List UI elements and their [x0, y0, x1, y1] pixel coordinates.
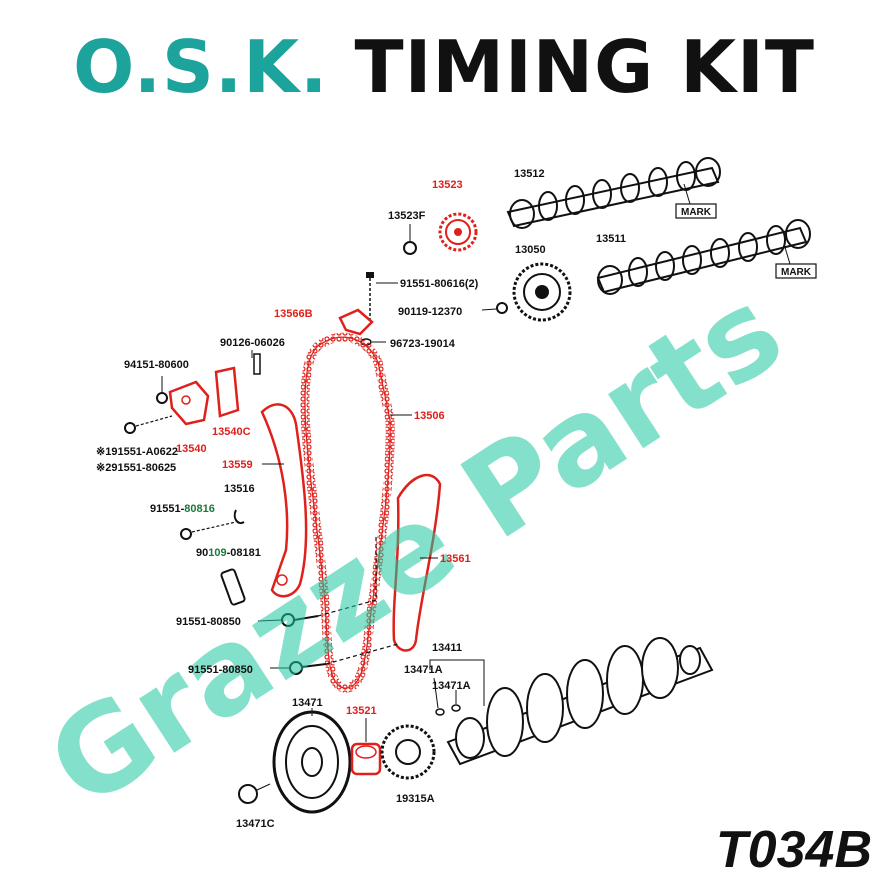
bolt-90119-12370: [481, 302, 508, 314]
bolt-91551-a0622: [124, 415, 173, 434]
chain-guide-13561: [392, 473, 442, 652]
bolt-91551-80616: [366, 272, 398, 322]
label-13471c: 13471C: [236, 818, 275, 830]
bolt-90126-06026: [251, 350, 261, 375]
label-90126-06026: 90126-06026: [220, 337, 285, 349]
cam-sprocket-13523: [438, 212, 478, 252]
label-13523f: 13523F: [388, 210, 426, 222]
part-code: T034B: [715, 821, 872, 879]
bearing-13471a: [429, 659, 485, 716]
label-94151-80600: 94151-80600: [124, 359, 189, 371]
bolt-94151-80600: [156, 376, 168, 404]
vvt-gear-13050: [512, 262, 572, 322]
bolt-13471c: [238, 783, 271, 804]
crankshaft: [446, 637, 714, 766]
label-91551-80816: 91551-80816: [150, 503, 215, 515]
timing-chain-13506: [300, 332, 395, 693]
label-13516: 13516: [224, 483, 255, 495]
label-13511: 13511: [596, 233, 626, 245]
label-91551-80616: 91551-80616(2): [400, 278, 479, 290]
label-19315a: 19315A: [396, 793, 435, 805]
label-91551-80850-b: 91551-80850: [188, 664, 253, 676]
camshaft-13512: [506, 157, 721, 229]
mark-box-1: MARK: [675, 183, 717, 219]
bolt-90109-08181: [220, 568, 246, 606]
label-96723-19014: 96723-19014: [390, 338, 456, 350]
bolt-91551-80816: [180, 521, 237, 540]
sprocket-19315a: [380, 724, 436, 780]
label-91551-a0622: ※191551-A0622: [96, 446, 178, 458]
label-13471: 13471: [292, 697, 323, 709]
brand-name: O.S.K.: [73, 25, 329, 109]
label-13540c: 13540C: [212, 426, 251, 438]
label-90109-08181: 90109-08181: [196, 547, 261, 559]
mark-box-2: MARK: [775, 243, 817, 279]
tensioner-arm-13559: [260, 403, 308, 598]
bolt-13523f: [403, 224, 417, 255]
label-13471a-1: 13471A: [404, 664, 443, 676]
label-13411: 13411: [432, 642, 462, 654]
camshaft-13511: [596, 219, 811, 295]
bolt-91551-80850-a: [257, 536, 377, 627]
page-title: O.S.K. TIMING KIT: [0, 24, 888, 110]
bolt-91551-80850-b: [270, 643, 399, 675]
label-91551-80850-a: 91551-80850: [176, 616, 241, 628]
crank-pulley-13471: [272, 708, 352, 814]
chain-guide-13566b: [338, 308, 374, 336]
mark-label-1: MARK: [681, 207, 712, 218]
label-13561: 13561: [440, 553, 471, 565]
title-text: TIMING KIT: [354, 25, 815, 109]
label-13566b: 13566B: [274, 308, 313, 320]
label-13050: 13050: [515, 244, 546, 256]
label-13559: 13559: [222, 459, 253, 471]
label-90119-12370: 90119-12370: [398, 306, 462, 318]
crank-sprocket-13521: [350, 742, 382, 776]
tensioner-13540: [168, 380, 210, 426]
mark-label-2: MARK: [781, 267, 812, 278]
label-13523: 13523: [432, 179, 463, 191]
label-13506: 13506: [414, 410, 445, 422]
label-13540: 13540: [176, 443, 207, 455]
tensioner-13540c: [214, 366, 240, 418]
pin-13516: [233, 509, 245, 524]
label-13512: 13512: [514, 168, 545, 180]
label-13521: 13521: [346, 705, 377, 717]
label-13471a-2: 13471A: [432, 680, 471, 692]
label-91551-80625: ※291551-80625: [96, 462, 176, 474]
